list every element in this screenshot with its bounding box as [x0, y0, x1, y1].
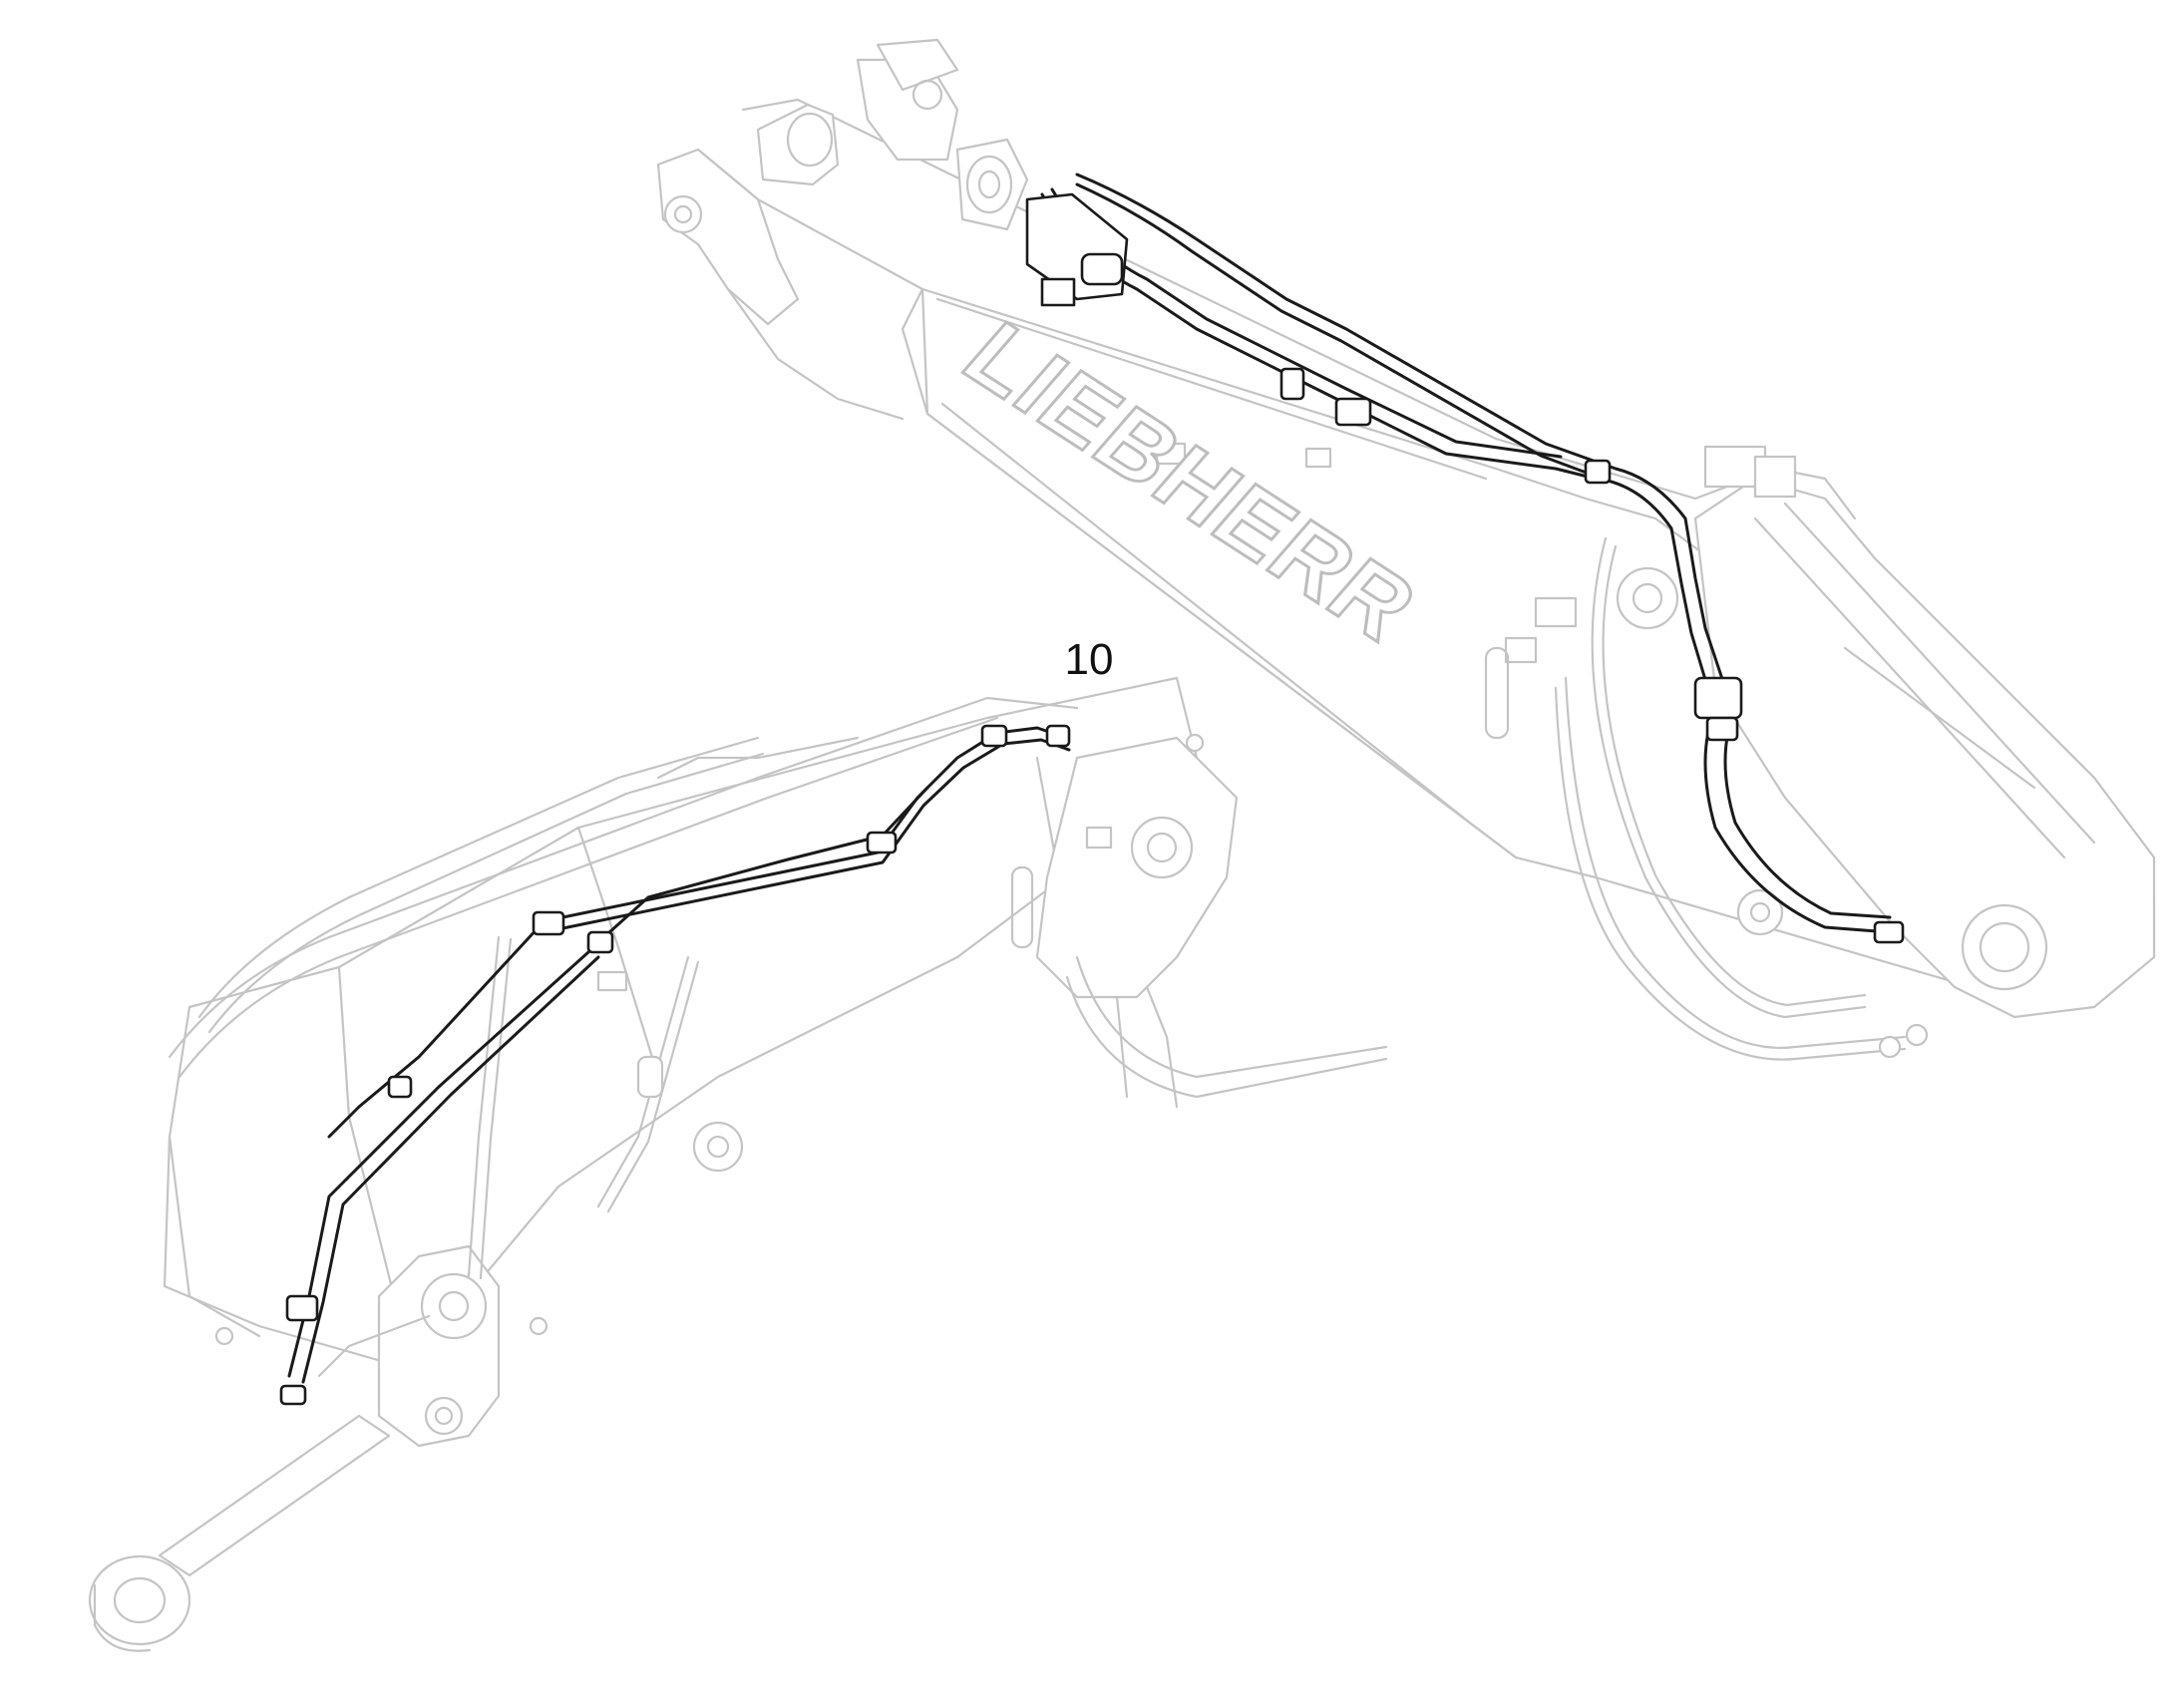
part-callout-number: 10: [1065, 635, 1114, 684]
boom-assembly: [88, 676, 1388, 1652]
boom-hose-clamps: [279, 724, 1071, 1406]
stick-valve-block: [1025, 192, 1129, 307]
stick-hose-clamps: [1279, 367, 1905, 944]
boom-hose-lines: [287, 726, 1071, 1384]
